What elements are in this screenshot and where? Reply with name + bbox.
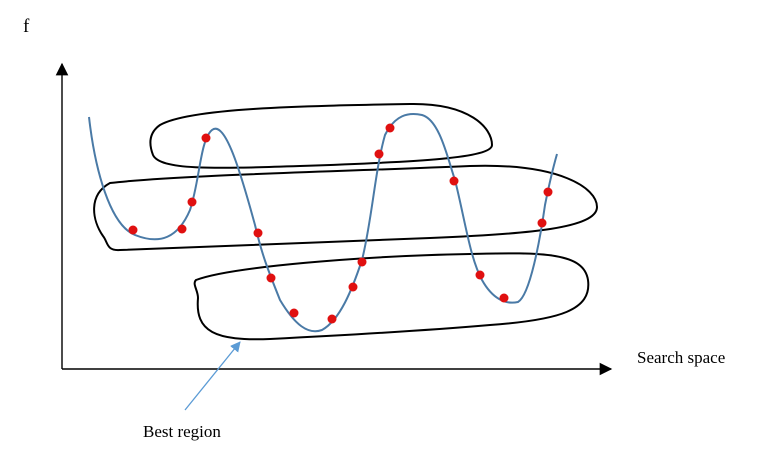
- sample-point: [543, 187, 553, 197]
- sample-point: [201, 133, 211, 143]
- sample-point: [253, 228, 263, 238]
- function-curve: [88, 113, 558, 333]
- x-axis-label: Search space: [637, 348, 726, 367]
- sample-point: [385, 123, 395, 133]
- sample-point: [449, 176, 459, 186]
- sample-point: [327, 314, 337, 324]
- best-region-arrow: [184, 341, 241, 411]
- sample-point: [499, 293, 509, 303]
- region-top: [149, 102, 494, 169]
- region-middle: [93, 164, 599, 252]
- y-axis-label: f: [23, 16, 30, 37]
- best-region-label: Best region: [143, 422, 221, 441]
- sample-point: [128, 225, 138, 235]
- sample-point: [289, 308, 299, 318]
- sample-points: [128, 123, 553, 324]
- sample-point: [357, 257, 367, 267]
- sample-point: [348, 282, 358, 292]
- sample-point: [177, 224, 187, 234]
- sample-point: [475, 270, 485, 280]
- sample-point: [537, 218, 547, 228]
- region-best: [193, 252, 590, 341]
- sample-point: [187, 197, 197, 207]
- sample-point: [266, 273, 276, 283]
- sample-point: [374, 149, 384, 159]
